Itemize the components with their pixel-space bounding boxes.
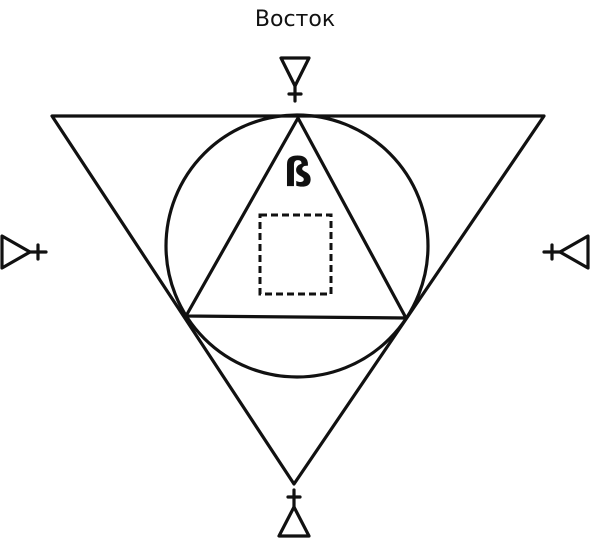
direction-label: Восток — [255, 7, 335, 32]
right-marker-icon — [542, 234, 590, 270]
left-marker-icon — [0, 234, 48, 270]
center-glyph: ß — [284, 150, 313, 196]
inner-circle — [164, 113, 430, 379]
inner-triangle — [184, 116, 408, 320]
top-marker-icon — [279, 56, 311, 103]
bottom-marker-icon — [277, 488, 311, 538]
center-dashed-square — [258, 213, 333, 296]
